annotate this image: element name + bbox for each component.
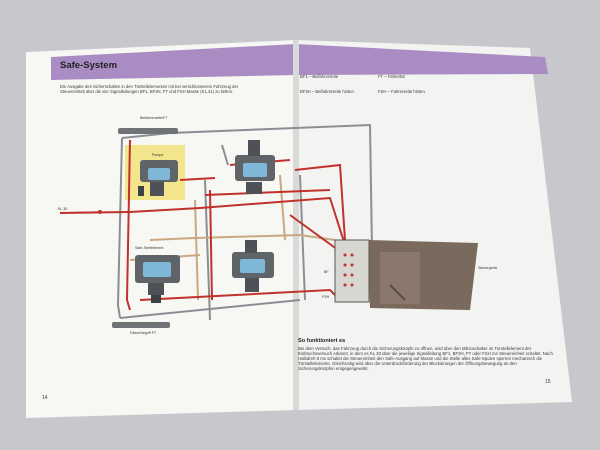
label-bottom-left-component: Safe-Stellelement [135, 246, 164, 250]
control-unit [334, 239, 478, 310]
legend-item: BF1 – Beifahrerseite [300, 74, 339, 79]
label-connector-a: BF [324, 270, 329, 274]
right-page [293, 40, 572, 410]
label-connector-b: FSH [322, 295, 330, 299]
label-top-left-component: Pumpe [152, 153, 164, 157]
component-bottom-left [135, 255, 180, 303]
label-control-unit: Steuergerät [478, 266, 497, 270]
how-title: So funktioniert es [298, 338, 346, 344]
how-body: Bei dem Versuch, das Fahrzeug durch die … [298, 346, 553, 371]
component-top-left [138, 160, 178, 196]
component-top-right [235, 140, 275, 194]
page-number-left: 14 [42, 395, 48, 401]
right-banner [296, 44, 548, 75]
top-switch-bar [118, 128, 178, 134]
wiring-diagram [59, 123, 478, 328]
legend-item: BF3H – Beifahrerseite hinten [300, 89, 354, 94]
legend-item: FSH – Fahrerseite hinten [378, 89, 425, 94]
legend-item: FT – Fahrertür [378, 74, 405, 79]
page-title: Safe-System [60, 60, 118, 71]
label-top-switch: Beifahrerseite/FT [140, 116, 168, 120]
intro-text: Die Ausgabe des Sicherschalten in den Tü… [60, 84, 239, 94]
bottom-switch-bar [112, 322, 170, 328]
left-page [26, 40, 298, 418]
label-bottom-switch: Fahrertürgriff FT [130, 331, 157, 335]
page-number-right: 15 [545, 379, 551, 385]
component-bottom-right [232, 240, 274, 292]
label-kl30: KL 30 [58, 207, 68, 211]
left-banner [51, 44, 296, 80]
